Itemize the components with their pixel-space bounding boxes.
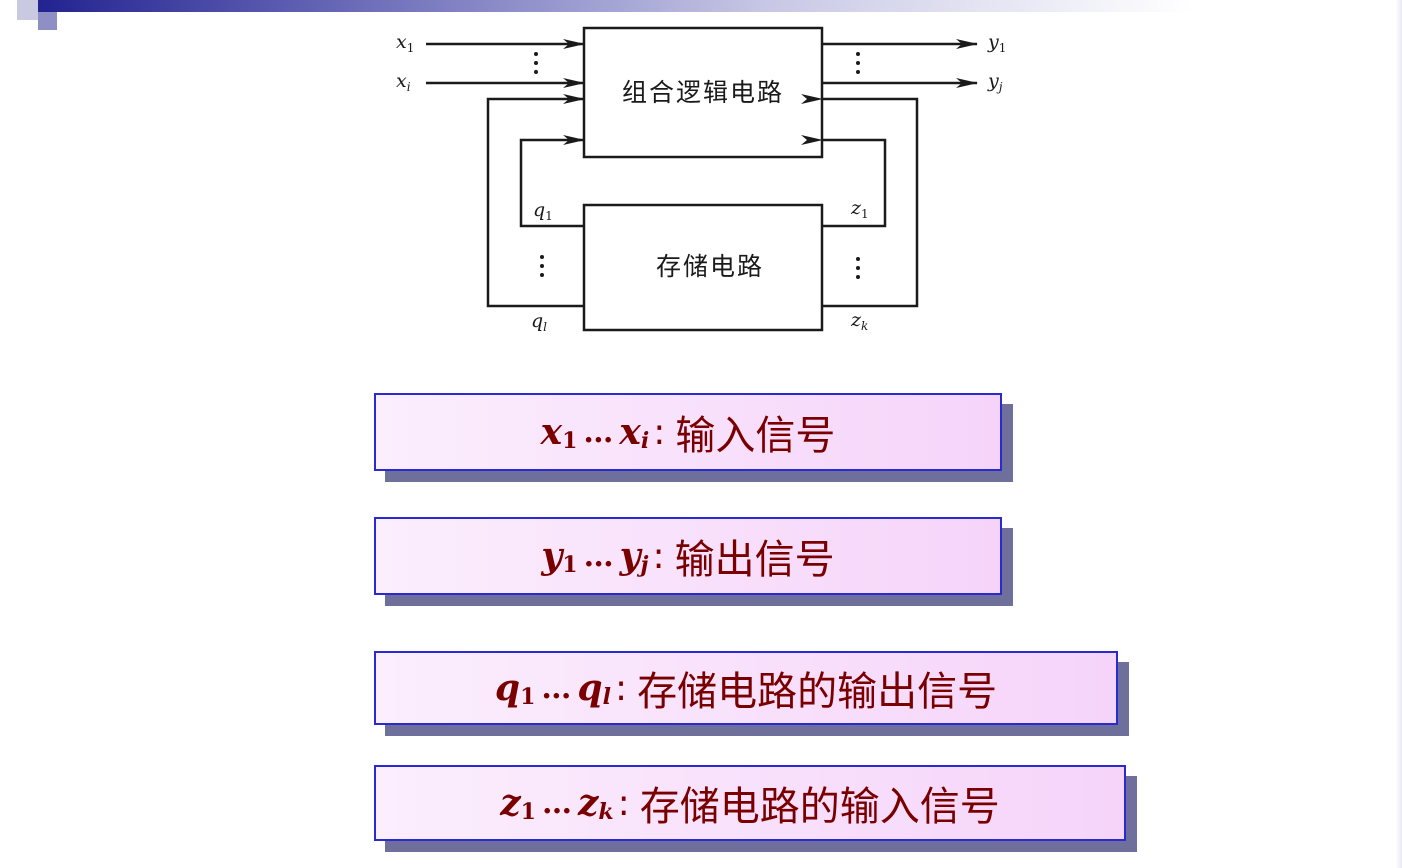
legend-var: y	[619, 535, 641, 577]
ql-feedback-line	[486, 94, 585, 308]
header-square-dark	[38, 12, 57, 30]
legend-ellipsis: …	[583, 538, 614, 574]
label-yj: yj	[987, 70, 1003, 94]
vertical-ellipses	[534, 52, 860, 279]
label-y1: y1	[987, 31, 1006, 55]
legend-var: y	[541, 535, 563, 577]
legend-sub: i	[640, 428, 650, 454]
legend-sub: k	[598, 799, 614, 825]
zk-feed-line	[801, 94, 919, 308]
header-square-light	[17, 0, 38, 20]
legend-sub: 1	[520, 684, 536, 710]
label-ql: ql	[531, 310, 547, 334]
right-edge-rule	[1396, 0, 1402, 868]
memory-circuit-label: 存储电路	[656, 252, 764, 281]
legend-text: 输入信号	[675, 413, 836, 459]
legend-sub: l	[602, 684, 611, 710]
legend-colon: :	[653, 411, 666, 453]
header-bar	[0, 0, 1402, 12]
header-square-white	[0, 0, 20, 14]
legend-text: 输出信号	[674, 537, 835, 583]
label-xi: xi	[396, 70, 411, 94]
memory-circuit-box	[582, 203, 824, 332]
z1-feed-line	[801, 135, 887, 228]
label-q1: q1	[533, 199, 553, 223]
legend-colon: :	[617, 782, 630, 824]
legend-var: q	[577, 667, 603, 709]
q1-feedback-line	[519, 135, 585, 228]
combinational-logic-box	[582, 26, 824, 159]
legend-var: x	[540, 411, 563, 453]
label-zk: zk	[850, 309, 868, 333]
legend-sub: 1	[562, 428, 578, 454]
combinational-logic-label: 组合逻辑电路	[622, 78, 784, 107]
legend-colon: :	[652, 535, 665, 577]
legend-text: 存储电路的输入信号	[639, 784, 1000, 830]
legend-ellipsis: …	[541, 785, 572, 821]
legend-sub: 1	[562, 552, 578, 578]
legend-ellipsis: …	[583, 414, 614, 450]
legend-var: q	[494, 667, 521, 709]
legend-var: x	[619, 411, 641, 453]
legend-sub: j	[640, 552, 649, 578]
legend-ellipsis: …	[541, 670, 572, 706]
legend-sub: 1	[520, 799, 536, 825]
legend-text: 存储电路的输出信号	[637, 669, 998, 715]
legend-var: z	[500, 782, 521, 824]
label-z1: z1	[850, 197, 869, 221]
legend-colon: :	[614, 667, 628, 709]
sequential-circuit-diagram: 组合逻辑电路 存储电路 x1 xi y1 yj q1 ql z1 zk	[396, 26, 1006, 334]
label-x1: x1	[396, 31, 414, 55]
legend-var: z	[577, 782, 599, 824]
